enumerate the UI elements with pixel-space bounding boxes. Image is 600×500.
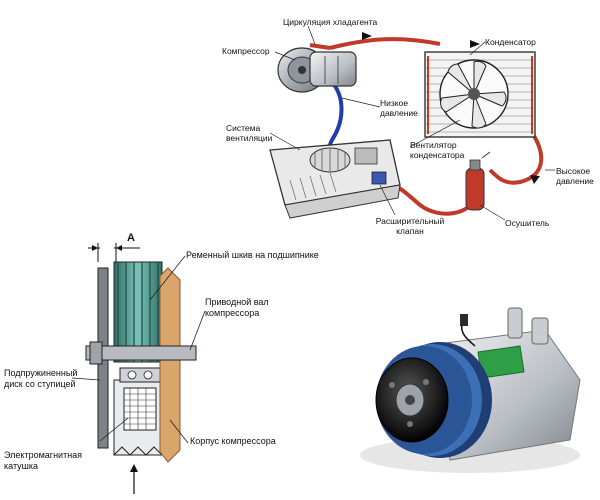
label-circulation: Циркуляция хладагента: [283, 17, 378, 27]
high-pressure-line: [329, 37, 441, 50]
label-high-pressure: Высокое давление: [556, 166, 594, 186]
condenser-unit: [424, 51, 536, 138]
label-expansion-valve: Расширительный клапан: [375, 216, 445, 236]
label-em-coil: Электромагнитная катушка: [4, 450, 83, 471]
label-condenser-fan: Вентилятор конденсатора: [410, 140, 465, 160]
ventilation-unit: [269, 139, 401, 219]
dimension-label: A: [127, 232, 135, 244]
refrigerant-loop-diagram: [269, 25, 555, 221]
condenser-outlet-line: [488, 128, 544, 185]
clutch-cross-section: [71, 243, 206, 494]
label-compressor-body: Корпус компрессора: [190, 436, 276, 446]
compressor-unit: [277, 47, 357, 93]
flow-arrow-icon: [530, 175, 540, 184]
label-ventilation-system: Система вентиляции: [226, 123, 273, 143]
label-dryer: Осушитель: [505, 218, 550, 228]
label-low-pressure: Низкое давление: [380, 98, 418, 118]
label-spring-disc: Подпружиненный диск со ступицей: [4, 368, 78, 389]
label-compressor: Компрессор: [222, 46, 270, 56]
flow-arrow-icon: [362, 32, 372, 40]
arrow-up-icon: [130, 464, 138, 472]
valve-icon: [371, 171, 387, 185]
compressor-discharge-line: [309, 43, 331, 50]
label-condenser: Конденсатор: [485, 37, 536, 47]
compressor-photo: [360, 307, 581, 473]
label-drive-shaft: Приводной вал компрессора: [205, 297, 269, 318]
dryer-unit: [465, 151, 491, 211]
label-pulley-bearing: Ременный шкив на подшипнике: [186, 250, 319, 260]
flow-arrow-icon: [470, 40, 480, 48]
